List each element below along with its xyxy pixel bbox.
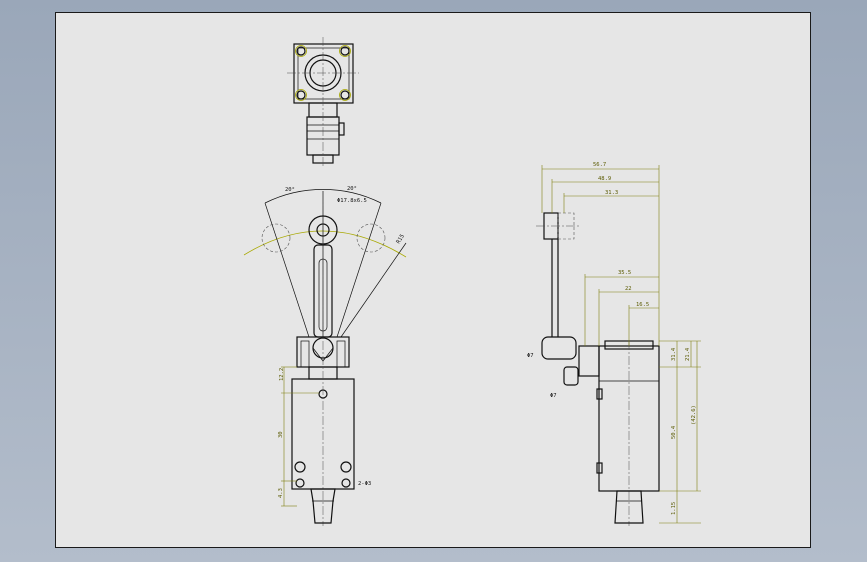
dim-42-6: (42.6): [691, 405, 697, 425]
dim-dia-1: Φ7: [527, 353, 534, 359]
dimension-labels: 20° 20° Φ17.8x6.5 R15 56.7 48.9 31.3 35.…: [278, 162, 697, 515]
dim-50-4: 50.4: [671, 425, 677, 439]
dim-4-3: 4.3: [278, 488, 284, 498]
dim-30: 30: [278, 431, 284, 438]
dim-angle-right: 20°: [347, 186, 357, 192]
cad-drawing: 20° 20° Φ17.8x6.5 R15 56.7 48.9 31.3 35.…: [243, 37, 701, 526]
dim-dia-2: Φ7: [550, 393, 557, 399]
drawing-sheet: 20° 20° Φ17.8x6.5 R15 56.7 48.9 31.3 35.…: [55, 12, 811, 548]
top-view: [287, 37, 359, 167]
dim-radius: R15: [396, 233, 406, 245]
dim-48-9: 48.9: [598, 176, 611, 182]
dim-31-4: 31.4: [671, 347, 677, 361]
dim-22: 22: [625, 286, 632, 292]
dim-56-7: 56.7: [593, 162, 606, 168]
dim-roller-dia: Φ17.8x6.5: [337, 198, 367, 204]
dim-12-2: 12.2: [279, 368, 285, 381]
dim-35-5: 35.5: [618, 270, 631, 276]
dim-16-5: 16.5: [636, 302, 649, 308]
dim-31-3: 31.3: [605, 190, 618, 196]
dim-angle-left: 20°: [285, 187, 295, 193]
dim-holes: 2-Φ3: [358, 481, 371, 487]
dim-21-4: 21.4: [685, 347, 691, 361]
dim-1-15: 1.15: [671, 502, 677, 515]
side-view: [536, 165, 701, 526]
front-view: [243, 189, 407, 526]
